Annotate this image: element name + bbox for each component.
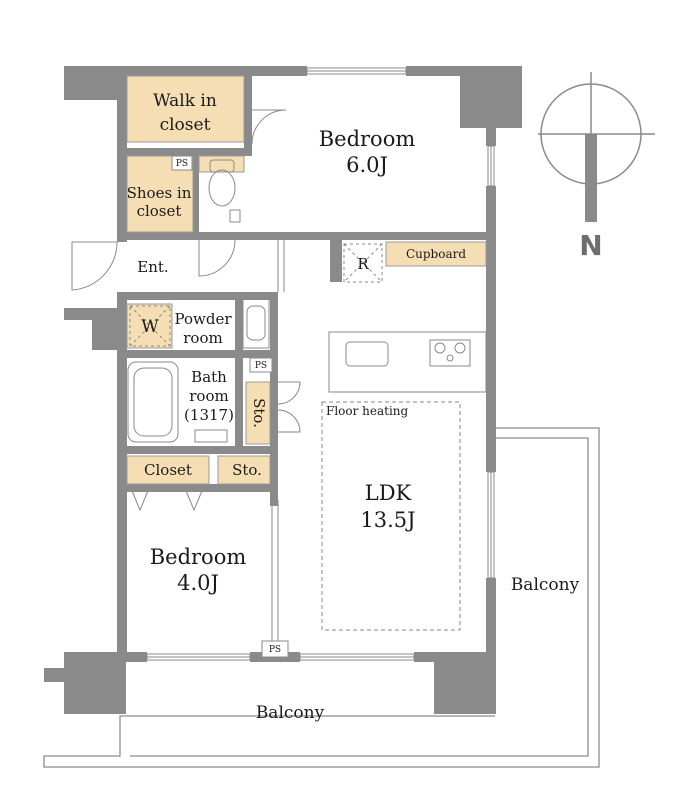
cupboard (385, 241, 487, 267)
toilet-tank (209, 159, 235, 173)
storage-1-label: Sto. (250, 398, 268, 428)
fixtures (127, 159, 487, 443)
storage-areas (126, 75, 487, 485)
bathtub (127, 361, 179, 443)
walls (44, 66, 522, 714)
powder-room-label-2: room (183, 329, 222, 347)
sink (345, 341, 389, 367)
closet (126, 455, 210, 485)
powder-room-label-1: Powder (174, 310, 232, 328)
walk-in-closet-label-2: closet (160, 115, 211, 135)
room-labels: Walk in closet Bedroom 6.0J Shoes in clo… (127, 91, 580, 723)
bath-room-label-2: room (189, 387, 228, 405)
floor-heating-area (321, 401, 461, 631)
ldk-size: 13.5J (360, 508, 415, 532)
shoes-closet-label-2: closet (137, 202, 182, 220)
storage-1 (245, 381, 271, 445)
balcony-east-label: Balcony (511, 575, 580, 595)
toilet-bowl (208, 169, 236, 207)
vanity (242, 297, 270, 349)
ldk-label: LDK (365, 481, 412, 505)
bath-room-label-1: Bath (191, 368, 227, 386)
entrance-label: Ent. (137, 258, 168, 276)
ps-label-1: PS (176, 159, 188, 169)
kitchen-counter (328, 331, 487, 393)
walk-in-closet-label-1: Walk in (153, 91, 217, 111)
ps-label-2: PS (255, 361, 267, 371)
closet-label: Closet (144, 461, 192, 479)
bath-room-label-3: (1317) (184, 406, 234, 424)
ps-boxes (171, 155, 289, 658)
walk-in-closet (126, 75, 245, 143)
bedroom-main-label: Bedroom (319, 127, 416, 151)
doors (71, 109, 301, 645)
ps-label-3: PS (269, 645, 281, 655)
windows (146, 67, 495, 661)
bedroom-small-size: 4.0J (177, 571, 219, 595)
balcony-south-label: Balcony (256, 703, 325, 723)
refrigerator-label: R (357, 255, 369, 273)
shoes-closet-label-1: Shoes in (127, 184, 192, 202)
bedroom-small-label: Bedroom (150, 545, 247, 569)
balcony-outline (43, 427, 600, 768)
appliance-marks (129, 243, 383, 347)
compass: N (538, 72, 655, 262)
compass-needle-icon (585, 134, 597, 222)
bedroom-main-size: 6.0J (346, 153, 388, 177)
compass-north-label: N (579, 229, 602, 262)
cupboard-label: Cupboard (406, 247, 466, 261)
floor-heating-label: Floor heating (326, 404, 409, 418)
storage-2-label: Sto. (232, 461, 262, 479)
storage-2 (217, 455, 271, 485)
stove (429, 339, 471, 367)
washer-label: W (141, 317, 159, 337)
